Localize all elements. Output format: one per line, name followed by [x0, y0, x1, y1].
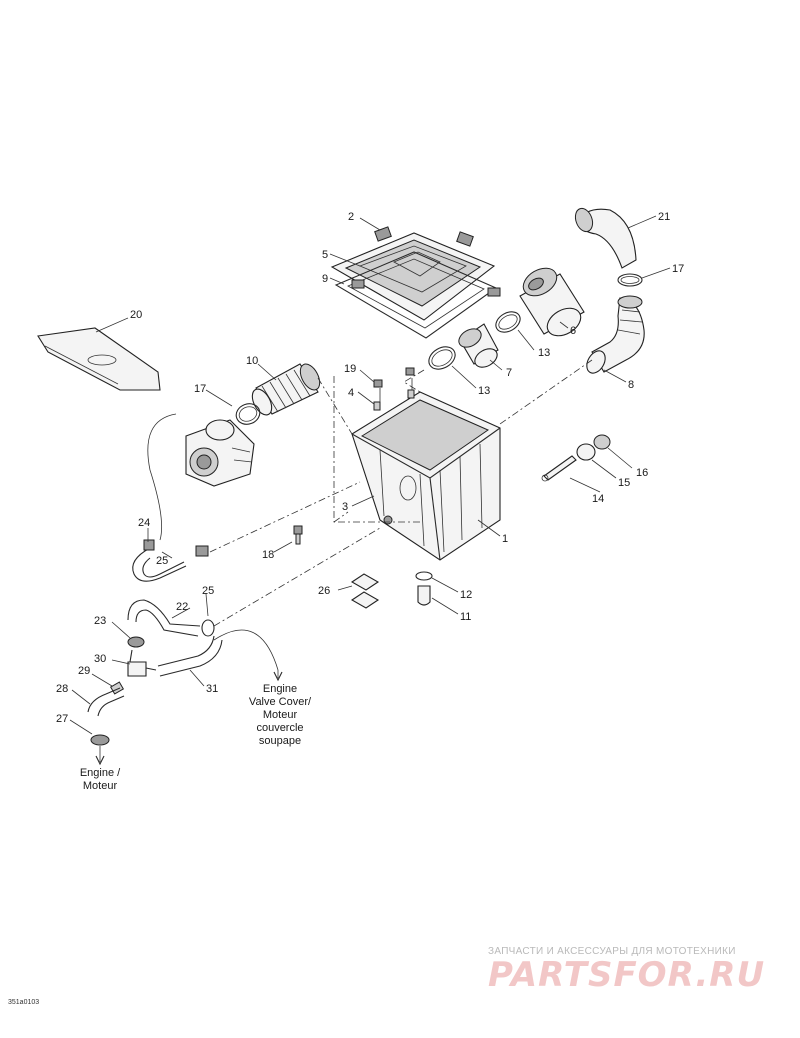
callout-7: 7	[506, 367, 512, 379]
callout-26: 26	[318, 585, 330, 597]
note-valve-cover-line-3: Moteur	[263, 709, 298, 721]
throttle-body	[185, 419, 255, 487]
note-valve-cover-line-4: couvercle	[256, 722, 303, 734]
part-5-airbox-lid	[330, 232, 496, 321]
note-valve-cover-line-1: Engine	[263, 683, 297, 695]
part-12-drain-clamp	[415, 571, 433, 581]
part-25-clamp-upper	[143, 539, 209, 557]
part-16-cap	[593, 434, 611, 450]
part-13-clamp-upper	[495, 311, 521, 333]
callout-25-lower: 25	[202, 585, 214, 597]
part-18-bolt	[293, 525, 303, 545]
callout-23: 23	[94, 615, 106, 627]
part-11-drain-valve	[417, 585, 431, 606]
callout-10: 10	[246, 355, 258, 367]
note-valve-cover-line-5: soupape	[259, 735, 301, 747]
part-22-hose	[127, 599, 201, 637]
callout-27: 27	[56, 713, 68, 725]
callout-13-upper: 13	[538, 347, 550, 359]
callout-17-right: 17	[672, 263, 684, 275]
note-valve-cover: Engine Valve Cover/ Moteur couvercle sou…	[249, 683, 312, 747]
part-8-intake-tube	[586, 295, 645, 374]
callout-29: 29	[78, 665, 90, 677]
callout-20: 20	[130, 309, 142, 321]
callout-31: 31	[206, 683, 218, 695]
callout-1: 1	[502, 533, 508, 545]
callout-30: 30	[94, 653, 106, 665]
part-17-clamp-right	[617, 273, 643, 287]
part-21-intake-elbow	[574, 207, 637, 269]
callout-labels: 2 5 9 21 17 6 13 7 13 8 20 10 17 19 4 3 …	[56, 211, 684, 725]
part-15-plug	[576, 443, 596, 461]
callout-21: 21	[658, 211, 670, 223]
part-4-screws	[373, 389, 415, 411]
note-engine-line-1: Engine /	[80, 767, 121, 779]
callout-24: 24	[138, 517, 150, 529]
part-25-clamp-lower	[201, 619, 215, 637]
part-7-intake-sleeve	[458, 323, 499, 368]
callout-15: 15	[618, 477, 630, 489]
callout-19: 19	[344, 363, 356, 375]
note-valve-cover-line-2: Valve Cover/	[249, 696, 312, 708]
callout-22: 22	[176, 601, 188, 613]
part-27-clamp	[90, 734, 110, 746]
note-engine-line-2: Moteur	[83, 780, 118, 792]
note-engine: Engine / Moteur	[80, 767, 121, 792]
callout-3: 3	[342, 501, 348, 513]
part-2-lid-clips	[351, 226, 501, 297]
part-19-nuts	[373, 367, 415, 388]
callout-17-left: 17	[194, 383, 206, 395]
part-29-connector	[109, 681, 125, 695]
callout-13-lower: 13	[478, 385, 490, 397]
part-24-vent-hose	[132, 413, 187, 582]
callout-11: 11	[460, 611, 471, 623]
part-26-pads	[350, 573, 380, 609]
watermark-tagline: ЗАПЧАСТИ И АКСЕССУАРЫ ДЛЯ МОТОТЕХНИКИ	[488, 946, 736, 957]
leader-lines	[69, 215, 671, 735]
part-28-elbow-hose	[87, 687, 125, 717]
part-30-tee-fitting	[127, 649, 157, 677]
watermark: ЗАПЧАСТИ И АКСЕССУАРЫ ДЛЯ МОТОТЕХНИКИ PA…	[488, 946, 765, 995]
callout-2: 2	[348, 211, 354, 223]
part-13-clamp-lower	[428, 346, 456, 370]
callout-4: 4	[348, 387, 354, 399]
callout-6: 6	[570, 325, 576, 337]
callout-8: 8	[628, 379, 634, 391]
callout-25-upper: 25	[156, 555, 168, 567]
part-14-strap	[541, 455, 577, 482]
part-17-clamp-left	[235, 403, 261, 425]
flow-arrows	[95, 670, 283, 766]
callout-5: 5	[322, 249, 328, 261]
part-20-cover-plate	[37, 327, 161, 391]
part-10-rubber-boot	[251, 363, 321, 416]
callout-14: 14	[592, 493, 604, 505]
part-6-air-filter	[519, 267, 585, 337]
callout-16: 16	[636, 467, 648, 479]
part-23-clamp	[127, 636, 145, 648]
callout-12: 12	[460, 589, 472, 601]
part-31-hose	[157, 629, 279, 677]
callout-18: 18	[262, 549, 274, 561]
assembly-lines	[209, 359, 593, 627]
part-1-airbox-body	[351, 391, 501, 561]
callout-28: 28	[56, 683, 68, 695]
drawing-code: 351a0103	[8, 999, 39, 1006]
callout-9: 9	[322, 273, 328, 285]
watermark-logo: PARTSFOR.RU	[488, 955, 765, 995]
